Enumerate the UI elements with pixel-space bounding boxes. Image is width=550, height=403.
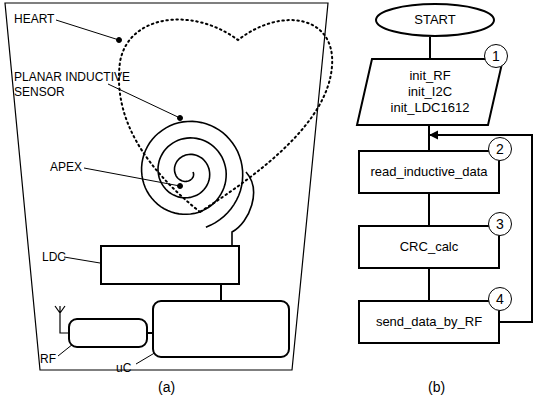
start-terminal: START bbox=[375, 3, 495, 37]
step-text: CRC_calc bbox=[400, 239, 459, 255]
step-text: init_RF bbox=[409, 68, 450, 84]
rf-block: RF bbox=[68, 318, 148, 348]
connector bbox=[430, 37, 431, 58]
step-text: START bbox=[414, 12, 455, 28]
callout-number: 3 bbox=[488, 212, 512, 236]
panel-label: (b) bbox=[428, 380, 445, 395]
antenna-symbol bbox=[55, 306, 68, 333]
body-outline bbox=[5, 3, 328, 370]
connector bbox=[429, 194, 430, 225]
step-text: read_inductive_data bbox=[370, 164, 487, 180]
process-box: read_inductive_data bbox=[358, 150, 500, 194]
process-box: send_data_by_RF bbox=[358, 300, 500, 344]
part-label: uC bbox=[116, 361, 131, 376]
connector bbox=[221, 285, 222, 300]
part-label: LDC bbox=[42, 250, 66, 265]
part-label: APEX bbox=[50, 160, 82, 175]
planar-coil bbox=[142, 121, 243, 227]
connector bbox=[429, 269, 430, 300]
connector bbox=[429, 126, 430, 150]
panel-label: (a) bbox=[158, 380, 175, 395]
callout-number: 4 bbox=[488, 287, 512, 311]
coil-lead bbox=[232, 172, 253, 245]
step-text: init_I2C bbox=[408, 84, 452, 100]
part-label: PLANAR INDUCTIVE SENSOR bbox=[14, 70, 144, 100]
part-label: HEART bbox=[14, 12, 54, 27]
part-label: RF bbox=[40, 352, 56, 367]
callout-number: 2 bbox=[488, 137, 512, 161]
callout-number: 1 bbox=[484, 44, 508, 68]
process-box: CRC_calc bbox=[358, 225, 500, 269]
step-text: init_LDC1612 bbox=[391, 100, 470, 116]
io-parallelogram: init_RFinit_I2Cinit_LDC1612 bbox=[356, 58, 504, 126]
microcontroller-block: uC bbox=[152, 300, 290, 358]
ldc-block: LDC bbox=[100, 245, 240, 285]
step-text: send_data_by_RF bbox=[376, 314, 482, 330]
